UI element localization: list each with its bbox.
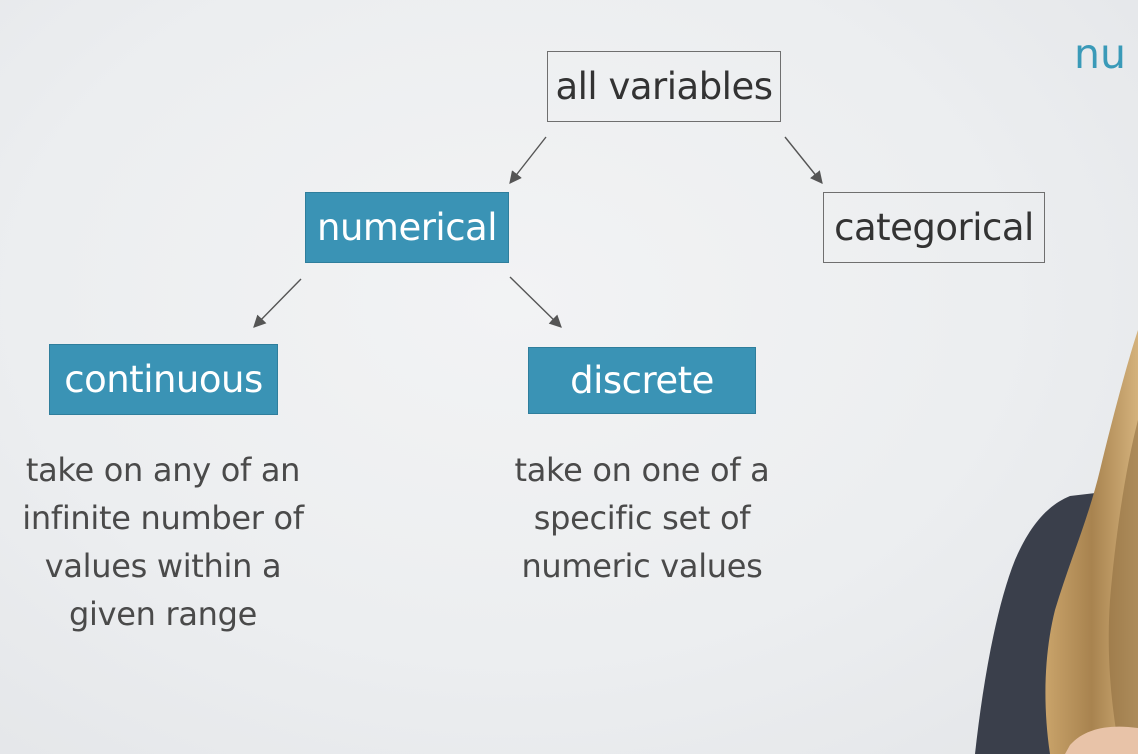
node-all-variables: all variables: [547, 51, 781, 122]
node-discrete: discrete: [528, 347, 756, 414]
discrete-description: take on one of a specific set of numeric…: [482, 446, 802, 590]
node-continuous: continuous: [49, 344, 278, 415]
discrete-description-line: take on one of a: [514, 451, 770, 489]
node-numerical: numerical: [305, 192, 509, 263]
slide-heading-fragment: nu: [1074, 30, 1126, 78]
arrow-root-to-numerical: [509, 136, 547, 184]
arrow-root-to-categorical: [784, 136, 823, 184]
arrow-numerical-to-discrete: [509, 276, 562, 328]
node-categorical: categorical: [823, 192, 1045, 263]
continuous-description-line: given range: [68, 595, 258, 633]
arrow-numerical-to-continuous: [253, 278, 302, 328]
continuous-description-line: values within a: [44, 547, 282, 585]
discrete-description-line: numeric values: [521, 547, 763, 585]
discrete-description-line: specific set of: [533, 499, 751, 537]
continuous-description-line: take on any of an: [25, 451, 301, 489]
continuous-description-line: infinite number of: [22, 499, 304, 537]
continuous-description: take on any of an infinite number of val…: [0, 446, 326, 638]
